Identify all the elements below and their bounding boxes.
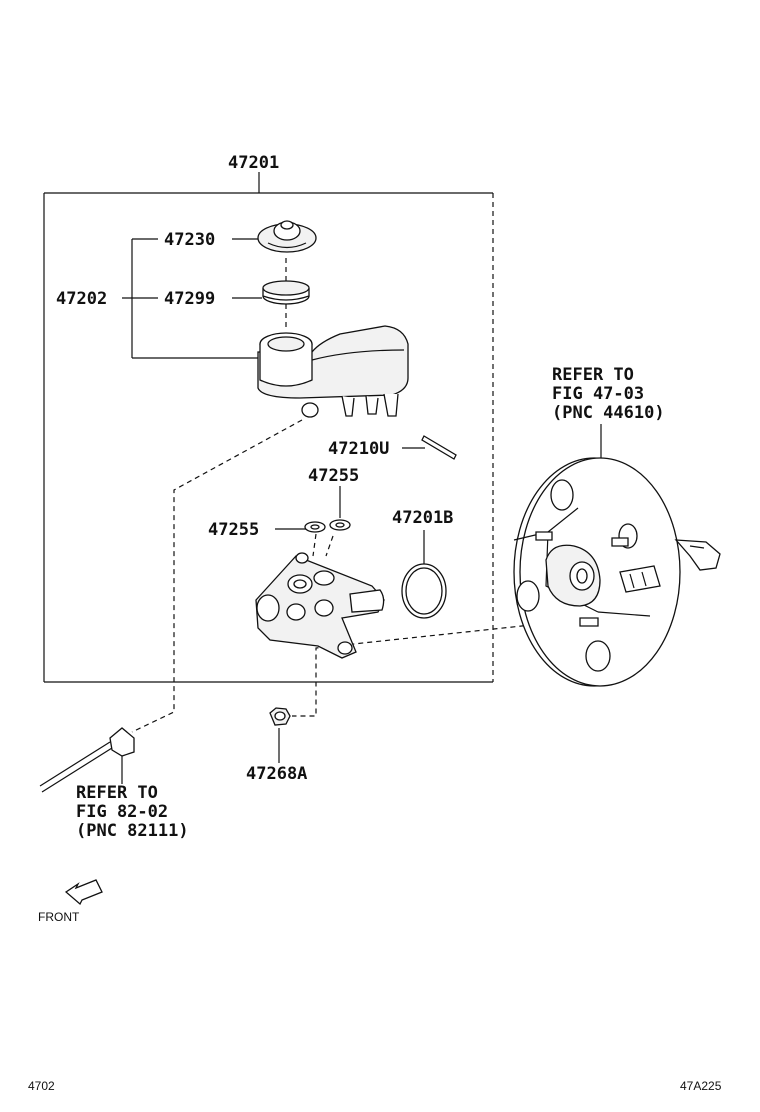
pin-part [421, 435, 457, 460]
label-cap: 47230 [164, 230, 215, 250]
reservoir-body-part [257, 325, 409, 418]
label-assembly: 47201 [228, 153, 279, 173]
master-cylinder-part [255, 552, 385, 659]
assembly-boundary [43, 172, 494, 683]
label-pin: 47210U [328, 439, 389, 459]
refer-brake-line-line1: REFER TO [76, 783, 158, 803]
label-gasket-left: 47255 [208, 520, 259, 540]
front-arrow-icon [64, 879, 103, 906]
label-nut: 47268A [246, 764, 307, 784]
refer-brake-line-line2: FIG 82-02 [76, 802, 168, 822]
refer-booster-line1: REFER TO [552, 365, 634, 385]
footer-left: 4702 [28, 1079, 55, 1093]
label-oring: 47201B [392, 508, 453, 528]
refer-booster-line3: (PNC 44610) [552, 403, 665, 423]
gasket-parts [304, 519, 351, 533]
reservoir-cap-part [257, 220, 317, 253]
oring-part [401, 563, 447, 619]
leader-lines [121, 238, 602, 784]
brake-booster-part [513, 457, 721, 687]
footer-right: 47A225 [680, 1079, 722, 1093]
assembly-guides [131, 258, 579, 733]
nut-part [269, 707, 291, 726]
brake-line-part [39, 727, 135, 793]
refer-brake-line-line3: (PNC 82111) [76, 821, 189, 841]
label-gasket-top: 47255 [308, 466, 359, 486]
strainer-part [262, 280, 310, 305]
label-sub-assembly: 47202 [56, 289, 107, 309]
front-label: FRONT [38, 910, 80, 924]
label-strainer: 47299 [164, 289, 215, 309]
refer-booster-line2: FIG 47-03 [552, 384, 644, 404]
